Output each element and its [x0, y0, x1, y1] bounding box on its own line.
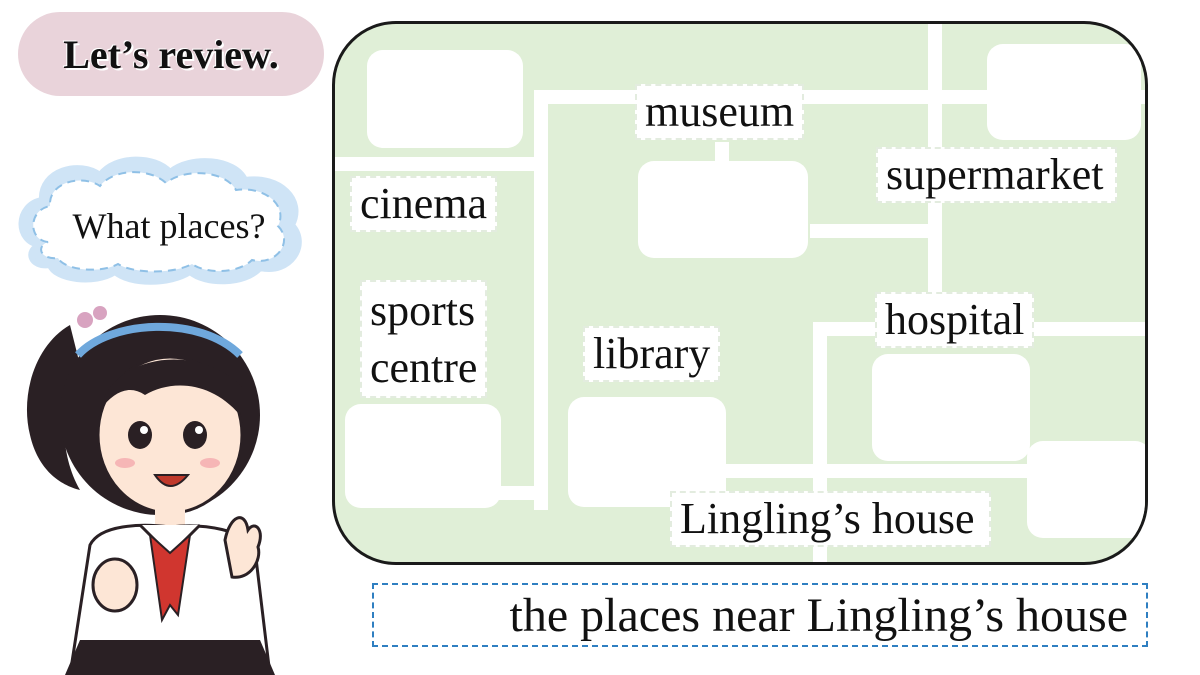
- museum-label: museum: [635, 84, 805, 140]
- hospital-label: hospital: [875, 292, 1035, 348]
- thought-cloud-icon: [18, 156, 302, 285]
- thought-text: What places?: [72, 206, 266, 246]
- supermarket-building: [987, 44, 1141, 140]
- home-label: Lingling’s house: [670, 491, 991, 547]
- cinema-building: [367, 50, 523, 148]
- sports-centre-line-1: sports: [370, 286, 476, 335]
- street-map: museum supermarket cinema sports centre …: [332, 21, 1148, 565]
- sports-centre-line-2: centre: [370, 343, 478, 393]
- title-banner: Let’s review.: [18, 12, 324, 96]
- page-title: Let’s review.: [63, 31, 279, 77]
- museum-building: [638, 161, 808, 258]
- sports-centre-building: [345, 404, 501, 508]
- cinema-label: cinema: [350, 176, 498, 232]
- road-left-branch: [335, 157, 545, 171]
- girl-illustration: [26, 306, 275, 675]
- sports-centre-label: sports centre: [360, 280, 488, 399]
- road-vertical-left: [534, 90, 548, 510]
- caption-text: the places near Lingling’s house: [509, 588, 1129, 642]
- hospital-building: [872, 354, 1030, 461]
- road-museum-connector: [810, 224, 940, 238]
- library-label: library: [583, 326, 721, 382]
- caption-box: the places near Lingling’s house: [372, 583, 1148, 647]
- supermarket-label: supermarket: [876, 147, 1118, 203]
- house-building: [1027, 441, 1145, 538]
- library-building: [568, 397, 726, 507]
